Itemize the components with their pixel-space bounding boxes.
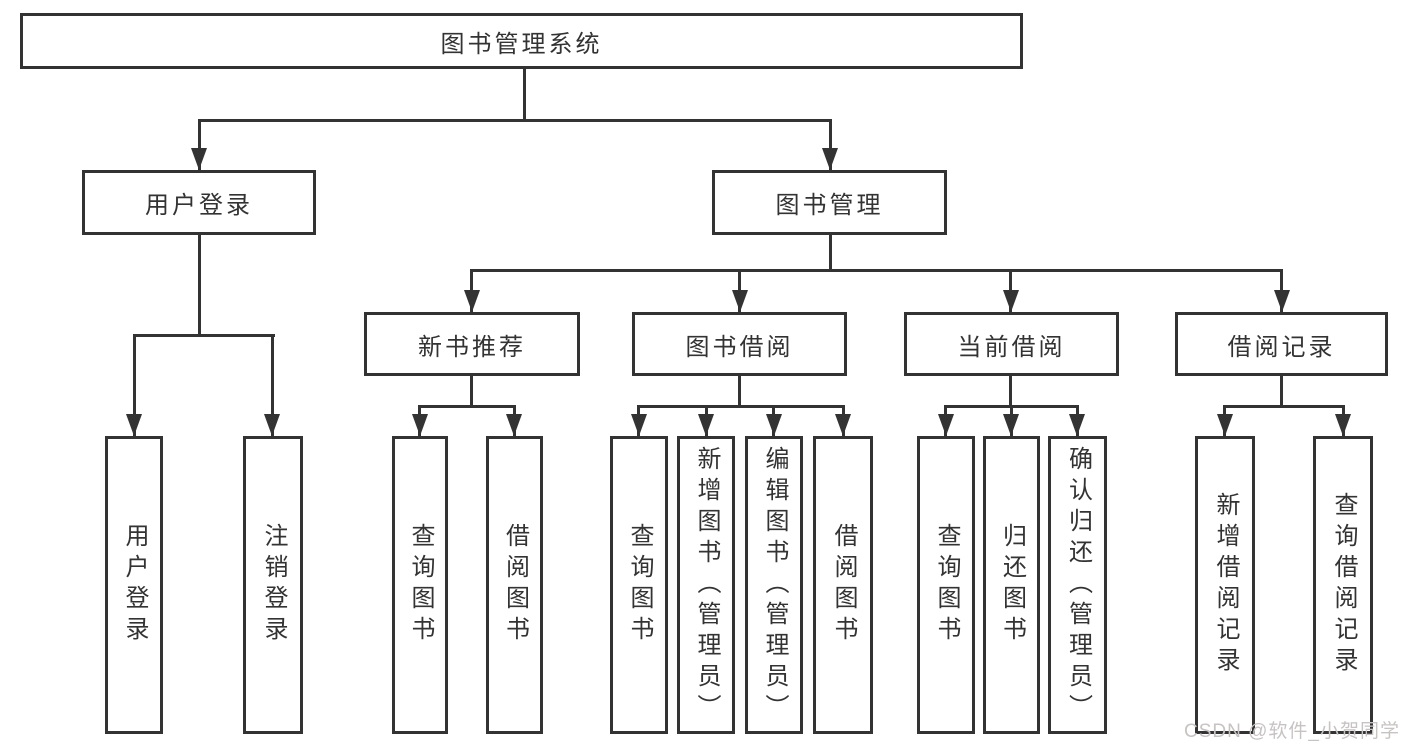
node-current-borrow-label: 当前借阅 <box>957 333 1066 361</box>
node-borrow-records-label: 借阅记录 <box>1227 333 1336 361</box>
arrowhead-nb-borrow <box>506 414 522 436</box>
leaf-nb-borrow-books: 借阅图书 <box>486 436 543 734</box>
leaf-cb-query-books-label: 查询图书 <box>933 523 960 647</box>
arrowhead-book-borrow <box>732 290 748 312</box>
arrowhead-cb-confirm <box>1069 414 1085 436</box>
leaf-bb-edit-books-admin-label: 编辑图书（管理员） <box>761 445 788 725</box>
leaf-logout-label: 注销登录 <box>260 523 287 647</box>
arrowhead-book-management <box>822 148 838 170</box>
leaf-cb-query-books: 查询图书 <box>917 436 975 734</box>
leaf-br-add-record-label: 新增借阅记录 <box>1212 492 1239 678</box>
arrowhead-bb-add <box>698 414 714 436</box>
arrowhead-cb-query <box>938 414 954 436</box>
connector-book-borrow-branch <box>637 405 845 408</box>
leaf-bb-add-books-admin-label: 新增图书（管理员） <box>693 445 720 725</box>
arrowhead-br-add <box>1217 414 1233 436</box>
connector-borrow-records-drop <box>1280 376 1283 408</box>
connector-arrow-shaft-user-login <box>198 119 201 170</box>
connector-book-borrow-drop <box>738 376 741 408</box>
arrowhead-bb-edit <box>766 414 782 436</box>
leaf-bb-query-books: 查询图书 <box>610 436 668 734</box>
connector-arrow-shaft-leaf-login <box>133 334 136 436</box>
leaf-cb-return-books-label: 归还图书 <box>998 523 1026 647</box>
leaf-br-query-record: 查询借阅记录 <box>1313 436 1373 734</box>
connector-user-login-branch <box>133 334 275 337</box>
connector-level1-branch <box>198 119 832 122</box>
arrowhead-bb-borrow <box>835 414 851 436</box>
node-root-label: 图书管理系统 <box>440 30 603 58</box>
node-book-management-label: 图书管理 <box>775 192 884 219</box>
connector-arrow-shaft-leaf-logout <box>271 334 274 436</box>
node-new-book-recommend: 新书推荐 <box>364 312 580 376</box>
leaf-nb-borrow-books-label: 借阅图书 <box>501 523 529 647</box>
connector-borrow-records-branch <box>1223 405 1345 408</box>
leaf-bb-add-books-admin: 新增图书（管理员） <box>677 436 735 734</box>
leaf-br-query-record-label: 查询借阅记录 <box>1330 492 1357 678</box>
node-borrow-records: 借阅记录 <box>1175 312 1388 376</box>
leaf-bb-edit-books-admin: 编辑图书（管理员） <box>745 436 803 734</box>
leaf-logout: 注销登录 <box>243 436 303 734</box>
arrowhead-leaf-login <box>126 414 142 436</box>
connector-level3-branch <box>470 269 1283 272</box>
arrowhead-borrow-records <box>1274 290 1290 312</box>
arrowhead-nb-query <box>412 414 428 436</box>
arrowhead-current-borrow <box>1003 290 1019 312</box>
node-book-borrow: 图书借阅 <box>632 312 847 376</box>
connector-arrow-shaft-book-management <box>829 119 832 170</box>
leaf-nb-query-books: 查询图书 <box>392 436 448 734</box>
leaf-br-add-record: 新增借阅记录 <box>1195 436 1255 734</box>
watermark: CSDN @软件_小贺同学 <box>1184 721 1400 742</box>
connector-root-drop <box>523 69 526 122</box>
node-user-login: 用户登录 <box>82 170 316 235</box>
leaf-nb-query-books-label: 查询图书 <box>407 523 434 647</box>
leaf-cb-confirm-return-admin-label: 确认归还（管理员） <box>1064 445 1092 725</box>
node-book-management: 图书管理 <box>712 170 947 235</box>
leaf-user-login: 用户登录 <box>105 436 163 734</box>
node-current-borrow: 当前借阅 <box>904 312 1119 376</box>
arrowhead-user-login <box>191 148 207 170</box>
arrowhead-br-query <box>1335 414 1351 436</box>
node-book-borrow-label: 图书借阅 <box>685 333 794 361</box>
connector-book-management-drop <box>829 235 832 272</box>
arrowhead-leaf-logout <box>264 414 280 436</box>
arrowhead-bb-query <box>631 414 647 436</box>
leaf-user-login-label: 用户登录 <box>121 523 148 647</box>
connector-new-book-branch <box>418 405 516 408</box>
leaf-cb-confirm-return-admin: 确认归还（管理员） <box>1048 436 1107 734</box>
leaf-cb-return-books: 归还图书 <box>983 436 1040 734</box>
arrowhead-cb-return <box>1003 414 1019 436</box>
node-new-book-recommend-label: 新书推荐 <box>418 333 526 361</box>
leaf-bb-borrow-books: 借阅图书 <box>813 436 873 734</box>
connector-current-borrow-drop <box>1009 376 1012 408</box>
connector-user-login-drop <box>198 235 201 337</box>
node-user-login-label: 用户登录 <box>145 192 253 219</box>
leaf-bb-borrow-books-label: 借阅图书 <box>830 523 857 647</box>
arrowhead-new-book <box>464 290 480 312</box>
leaf-bb-query-books-label: 查询图书 <box>626 523 653 647</box>
connector-new-book-drop <box>470 376 473 408</box>
node-root-system: 图书管理系统 <box>20 13 1023 69</box>
